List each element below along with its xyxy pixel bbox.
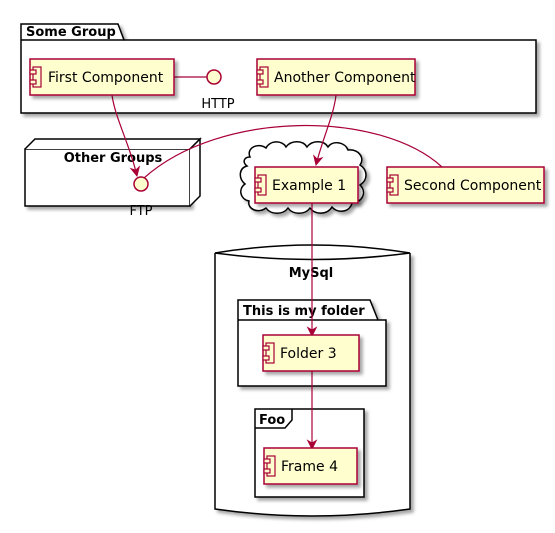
- component-label-first: First Component: [48, 70, 164, 86]
- interface-label-http: HTTP: [201, 97, 234, 112]
- component-frame4[interactable]: Frame 4: [263, 447, 358, 485]
- component-label-folder3: Folder 3: [280, 346, 337, 362]
- edge-first-to-ftp: [111, 94, 141, 178]
- database-title-mysql: MySql: [289, 266, 334, 281]
- component-folder3[interactable]: Folder 3: [262, 334, 360, 372]
- component-label-frame4: Frame 4: [281, 459, 338, 475]
- component-glyph-icon: [389, 174, 399, 196]
- component-first[interactable]: First Component: [29, 58, 175, 96]
- component-glyph-icon: [32, 66, 42, 88]
- component-glyph-icon: [265, 342, 275, 364]
- interface-label-ftp: FTP: [129, 204, 152, 219]
- frame-title-foo: Foo: [259, 413, 285, 428]
- folder-title-my-folder: This is my folder: [243, 304, 365, 319]
- component-example1[interactable]: Example 1: [254, 166, 359, 204]
- interface-ftp: FTP: [129, 176, 153, 219]
- component-glyph-icon: [266, 455, 276, 477]
- component-label-second: Second Component: [404, 178, 542, 194]
- component-glyph-icon: [259, 66, 269, 88]
- component-label-example1: Example 1: [272, 178, 346, 194]
- package-title-some-group: Some Group: [26, 25, 116, 40]
- component-label-another: Another Component: [274, 70, 416, 86]
- node-title-other-groups: Other Groups: [64, 151, 163, 166]
- edge-another-to-example1: [313, 94, 337, 167]
- component-another[interactable]: Another Component: [256, 58, 416, 96]
- component-glyph-icon: [257, 174, 267, 196]
- edge-second-to-ftp: [143, 124, 443, 179]
- edges: [111, 76, 443, 451]
- component-second[interactable]: Second Component: [386, 166, 545, 204]
- interface-http: HTTP: [201, 69, 235, 112]
- node-other-groups: Other Groups: [24, 137, 202, 207]
